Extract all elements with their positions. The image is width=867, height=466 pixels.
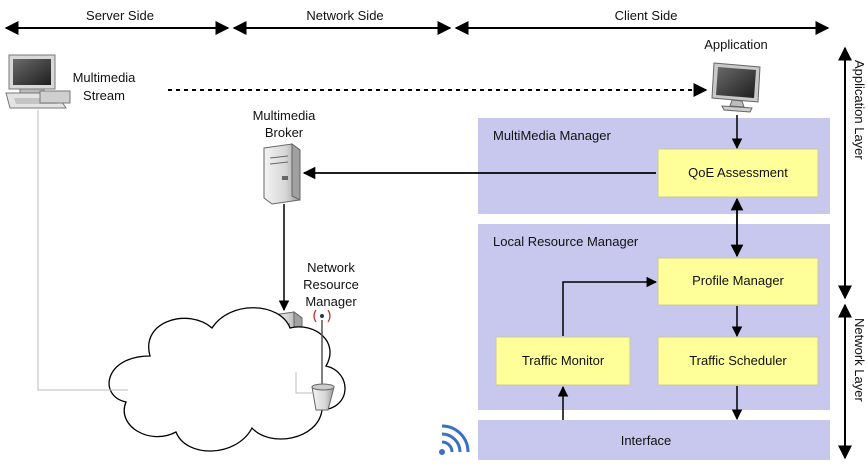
traffic-monitor-block (495, 336, 631, 386)
network-cloud-icon (108, 307, 346, 452)
application-layer-label: Application Layer (852, 60, 867, 160)
antenna-icon (311, 309, 335, 411)
network-resource-manager-label-line2: Resource (303, 277, 359, 292)
multimedia-broker-label-line1: Multimedia (253, 108, 317, 123)
multimedia-manager-label: MultiMedia Manager (493, 128, 611, 143)
qoe-assessment-block (657, 148, 819, 198)
application-label: Application (704, 37, 768, 52)
application-monitor-icon (711, 62, 761, 113)
server-to-cloud-line (37, 110, 128, 391)
traffic-monitor-label: Traffic Monitor (522, 353, 605, 368)
qoe-assessment-label: QoE Assessment (688, 165, 788, 180)
server-side-label: Server Side (86, 8, 154, 23)
interface-panel (478, 420, 830, 460)
wifi-icon (439, 424, 470, 455)
profile-manager-label: Profile Manager (692, 273, 784, 288)
broker-server-icon (263, 143, 301, 205)
server-to-antenna-line (295, 372, 312, 394)
network-resource-manager-label-line1: Network (307, 260, 355, 275)
traffic-scheduler-block (657, 336, 819, 386)
multimedia-stream-label-line2: Stream (83, 88, 125, 103)
monitor-to-profile-arrow (562, 276, 658, 336)
multimedia-stream-label-line1: Multimedia (73, 70, 137, 85)
server-computer-icon (5, 54, 71, 109)
traffic-scheduler-label: Traffic Scheduler (689, 353, 787, 368)
client-side-label: Client Side (615, 8, 678, 23)
interface-label: Interface (621, 433, 672, 448)
multimedia-broker-label-line2: Broker (265, 125, 304, 140)
network-side-label: Network Side (306, 8, 383, 23)
network-resource-manager-label-line3: Manager (305, 294, 357, 309)
profile-manager-block (657, 257, 819, 306)
network-layer-label: Network Layer (852, 318, 867, 402)
local-resource-manager-label: Local Resource Manager (493, 234, 639, 249)
